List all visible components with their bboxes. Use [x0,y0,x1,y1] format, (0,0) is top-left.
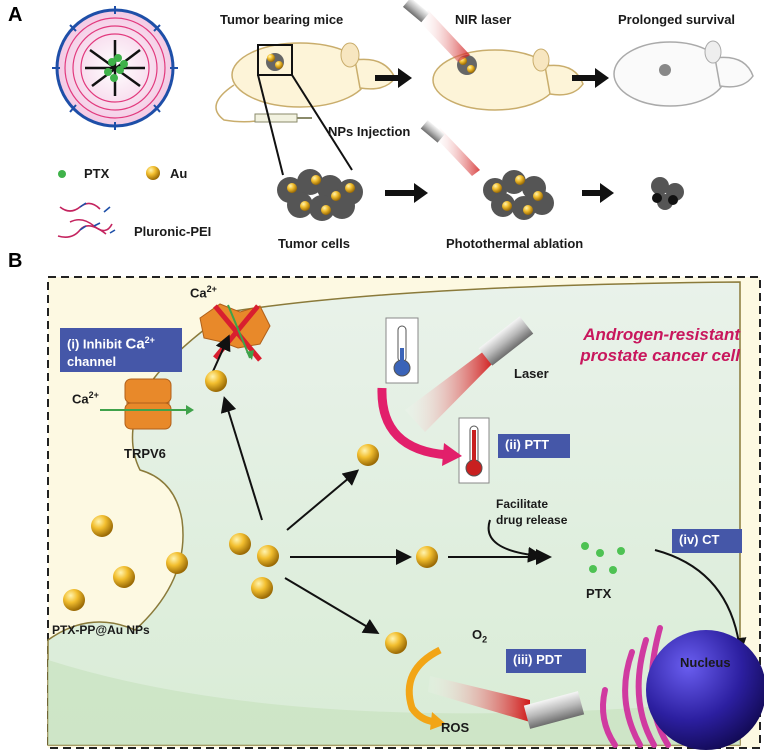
flow-arrows [209,334,747,654]
panel-b-letter: B [8,250,23,272]
label-ca-top: Ca2+ [190,284,217,301]
mouse-laser-treatment [402,0,584,111]
hot-thermometer-icon [458,417,490,484]
label-au-legend: Au [170,166,188,181]
cold-thermometer-icon [385,317,419,384]
tumor-cells-cluster [277,169,363,221]
ablation-cluster [420,120,554,220]
label-ros: ROS [441,720,470,735]
arrow-mouse-to-laser [375,68,412,88]
ptx-dots [581,542,625,574]
nucleus [646,630,764,750]
label-trpv6: TRPV6 [124,446,166,461]
gold-nanoparticles [63,370,438,654]
label-photothermal-ablation: Photothermal ablation [446,236,584,251]
mouse-survival [613,40,754,107]
panel-a-letter: A [8,4,23,26]
label-tumor-cells: Tumor cells [278,236,351,251]
label-prolonged-survival: Prolonged survival [618,12,736,27]
laser-device-icon [405,316,534,432]
label-pluronic-pei: Pluronic-PEI [134,224,212,239]
zoom-lines [257,74,353,176]
pdt-box: (iii) PDT [506,649,586,673]
ros-arc [405,646,442,726]
arrow-laser-to-survival [572,68,609,88]
pdt-laser-icon [428,676,585,729]
label-o2: O2 [472,627,488,645]
label-ptx-legend: PTX [84,166,110,181]
label-nps-injection: NPs Injection [328,124,411,139]
ptt-box: (ii) PTT [498,434,570,458]
heating-arrow [377,387,449,460]
ptx-legend-dot [58,170,66,178]
label-ptx: PTX [586,586,612,601]
ct-box: (iv) CT [672,529,742,553]
label-laser: Laser [514,366,549,381]
inhibit-channel-box: (i) Inhibit Ca2+ channel [60,328,182,372]
pluronic-pei-icon [57,202,116,238]
label-tumor-bearing-mice: Tumor bearing mice [220,12,344,27]
ablated-cells [651,177,684,210]
mouse-tumor-bearing [215,42,396,123]
cell-lower-shade [48,660,740,745]
nanoparticle-schematic [52,6,178,130]
label-nucleus: Nucleus [680,655,731,670]
arrow-ablation-to-result [582,183,614,203]
label-nps: PTX-PP@Au NPs [52,623,150,637]
au-legend-dot [146,166,160,180]
arrow-tumor-to-ablation [385,183,428,203]
label-nir-laser: NIR laser [455,12,512,27]
syringe-icon [254,113,312,123]
heating-arrowhead [442,443,462,466]
trpv6-channel [100,378,194,430]
ros-arrowhead [430,712,446,730]
label-ca-left: Ca2+ [72,390,99,407]
